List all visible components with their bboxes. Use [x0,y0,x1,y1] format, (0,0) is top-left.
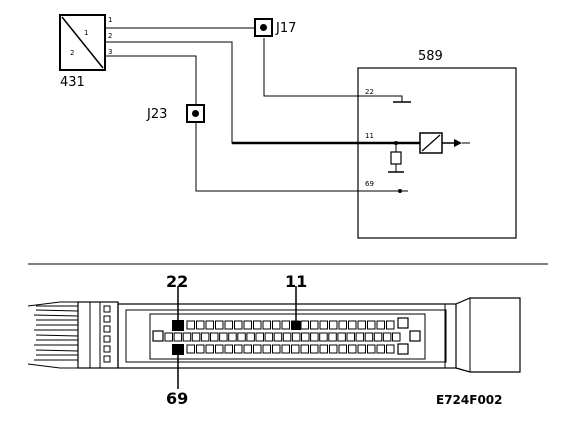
pin-cavity [173,332,183,342]
pin-22-highlight [172,320,184,331]
pin-cavity [246,332,255,342]
connector-drawing [27,297,521,373]
pin-cavity [272,320,281,330]
pin-cavity [281,320,290,330]
pin-cavity [364,332,374,342]
pin-cavity [376,320,385,330]
svg-text:2: 2 [70,49,74,57]
junction-j23-label: J23 [146,107,167,122]
pin-cavity [243,320,252,330]
junction-dot [394,141,398,145]
pin-cavity [255,332,264,342]
ecu-589: 589 22 11 69 [357,49,517,239]
pin-cavity [282,332,292,342]
callout-69: 69 [166,389,188,408]
pin-cavity [191,332,201,342]
pin-cavity [228,332,237,342]
figure-code: E724F002 [436,393,503,407]
ecu-pin-69: 69 [365,180,374,188]
pin-cavity [253,320,262,330]
callout-22: 22 [166,272,188,291]
ecu-id-label: 589 [418,49,443,64]
pin-cavity [186,344,195,354]
pin-11-highlight [291,321,301,330]
pin-cavity [382,332,392,342]
pin-cavity [196,344,205,354]
pin-cavity [234,344,243,354]
pin-cavity [301,332,310,342]
pin-cavity [215,320,224,330]
pin-cavity [186,320,195,330]
junction-j17: J17 [254,18,296,37]
pin-cavity [234,320,243,330]
pin-cavity [205,320,214,330]
pin-rows [164,320,401,354]
ecu-pin-11: 11 [365,132,374,140]
pin-cavity [215,344,224,354]
pin-cavity [348,320,357,330]
pin-cavity [300,320,309,330]
pin-cavity [237,332,246,342]
pin-cavity [348,344,357,354]
sensor-id-label: 431 [60,75,85,90]
arrow-icon [454,139,462,147]
pin-cavity [205,344,214,354]
pin-cavity [196,320,205,330]
pin-cavity [291,344,300,354]
pin-cavity [386,344,395,354]
wiring [105,27,420,192]
sensor-431: 1 2 431 1 2 3 [59,14,112,90]
pin-cavity [264,332,274,342]
sensor-pin-2: 2 [108,32,112,40]
pin-cavity [319,344,328,354]
pin-cavity [319,320,328,330]
pin-cavity [338,320,347,330]
pin-cavity [329,320,338,330]
pin-cavity [337,332,346,342]
pin-cavity [200,332,210,342]
pin-cavity [346,332,355,342]
pin-cavity [338,344,347,354]
pin-cavity [291,332,301,342]
pin-cavity [319,332,328,342]
pin-cavity [273,332,283,342]
pin-cavity [224,344,233,354]
pin-69-highlight [172,344,184,355]
pin-cavity [224,320,233,330]
pin-cavity [357,344,366,354]
junction-j17-label: J17 [275,21,296,36]
pin-cavity [219,332,228,342]
pin-cavity [253,344,262,354]
pin-cavity [329,344,338,354]
pin-cavity [373,332,383,342]
sensor-pin-1: 1 [108,16,112,24]
pin-cavity [281,344,290,354]
pin-cavity [310,320,319,330]
pin-cavity [272,344,281,354]
pin-cavity [164,332,173,342]
pin-cavity [300,344,309,354]
callout-11: 11 [285,272,307,291]
pin-cavity [376,344,385,354]
pin-cavity [310,332,319,342]
svg-text:1: 1 [84,29,88,37]
pin-cavity [367,344,376,354]
pin-cavity [262,320,271,330]
pin-cavity [355,332,365,342]
pin-cavity [328,332,337,342]
pin-cavity [210,332,219,342]
ecu-pin-22: 22 [365,88,374,96]
pin-cavity [243,344,252,354]
pin-cavity [182,332,192,342]
junction-j23: J23 [146,104,205,123]
pin-cavity [357,320,366,330]
pin-cavity [310,344,319,354]
sensor-pin-3: 3 [108,48,112,56]
pin-cavity [367,320,376,330]
pin-cavity [392,332,401,342]
pin-cavity [262,344,271,354]
pin-cavity [386,320,395,330]
resistor-icon [390,151,402,165]
